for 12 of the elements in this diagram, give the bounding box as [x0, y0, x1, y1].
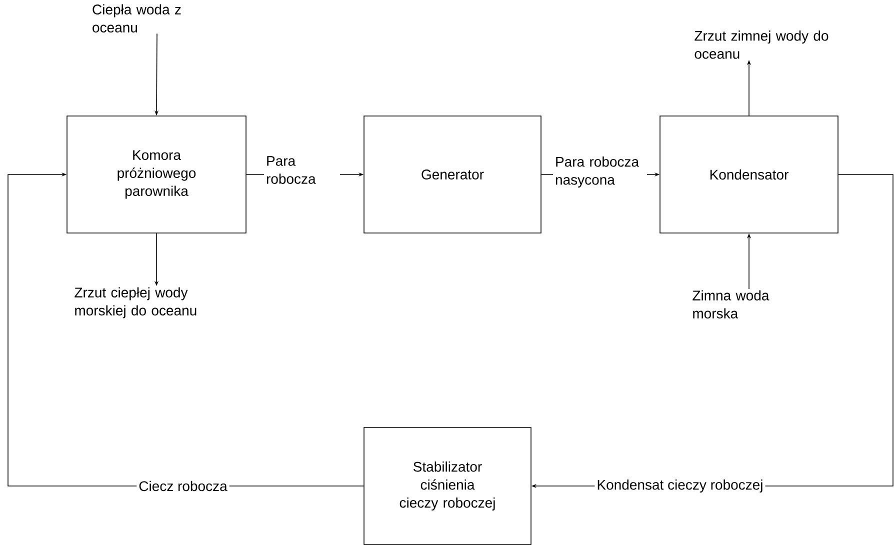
flow-label: Zimna woda morska: [692, 290, 770, 318]
process-box: Stabilizator ciśnienia cieczy roboczej: [364, 427, 532, 545]
process-box: Kondensator: [660, 116, 838, 234]
flow-label: Ciepła woda z oceanu: [92, 4, 181, 32]
process-box: Komora próżniowego parownika: [66, 116, 246, 234]
process-box: Generator: [364, 116, 542, 234]
flow-label: Zrzut ciepłej wody morskiej do oceanu: [74, 287, 196, 318]
edge-label: Para robocza: [264, 154, 340, 186]
edge-label: Kondensat cieczy roboczej: [594, 477, 766, 495]
edge-label: Ciecz robocza: [136, 478, 230, 494]
edge-label: Para robocza nasycona: [553, 154, 647, 190]
flow-label: Zrzut zimnej wody do oceanu: [694, 30, 828, 59]
